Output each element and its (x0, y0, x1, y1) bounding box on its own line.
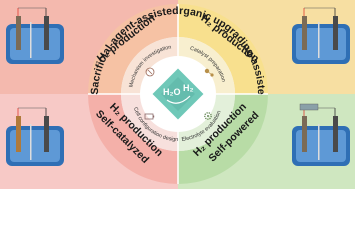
gear-icon (204, 112, 212, 120)
center-label-right: H₂ (183, 83, 194, 93)
device-bottom-left (6, 107, 64, 166)
battery-icon (144, 113, 155, 120)
center-label-left: H₂O (163, 87, 181, 97)
molecule-icon (204, 68, 214, 77)
device-top-right (292, 7, 350, 64)
device-top-left (6, 7, 64, 64)
device-bottom-right (292, 103, 350, 166)
center-arrow-icon (166, 95, 191, 104)
flask-icon (145, 67, 155, 77)
center-diamond-shade (161, 77, 195, 111)
diagram-canvas: H₂O H₂ Sacrificial-agent-assisted Organi… (0, 0, 355, 189)
diagram-svg: H₂O H₂ Sacrificial-agent-assisted Organi… (0, 0, 355, 189)
